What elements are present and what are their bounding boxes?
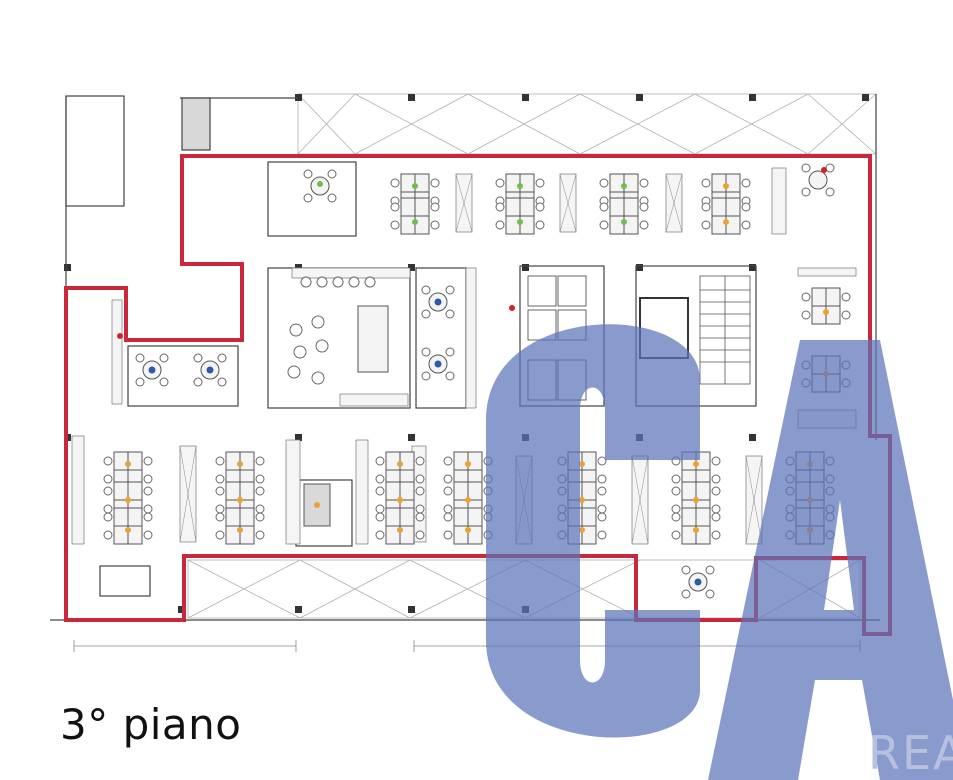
floor-label: 3° piano bbox=[60, 700, 242, 749]
top-corridor bbox=[297, 93, 877, 155]
watermark-logo bbox=[486, 324, 953, 780]
desk-clusters-bottom bbox=[104, 286, 850, 598]
workstation-markers-green bbox=[317, 181, 627, 225]
utility-markers-red bbox=[117, 167, 827, 339]
watermark-subtext: REA bbox=[868, 726, 953, 780]
lounge-seating bbox=[287, 276, 376, 385]
meeting-markers-blue bbox=[148, 298, 702, 586]
